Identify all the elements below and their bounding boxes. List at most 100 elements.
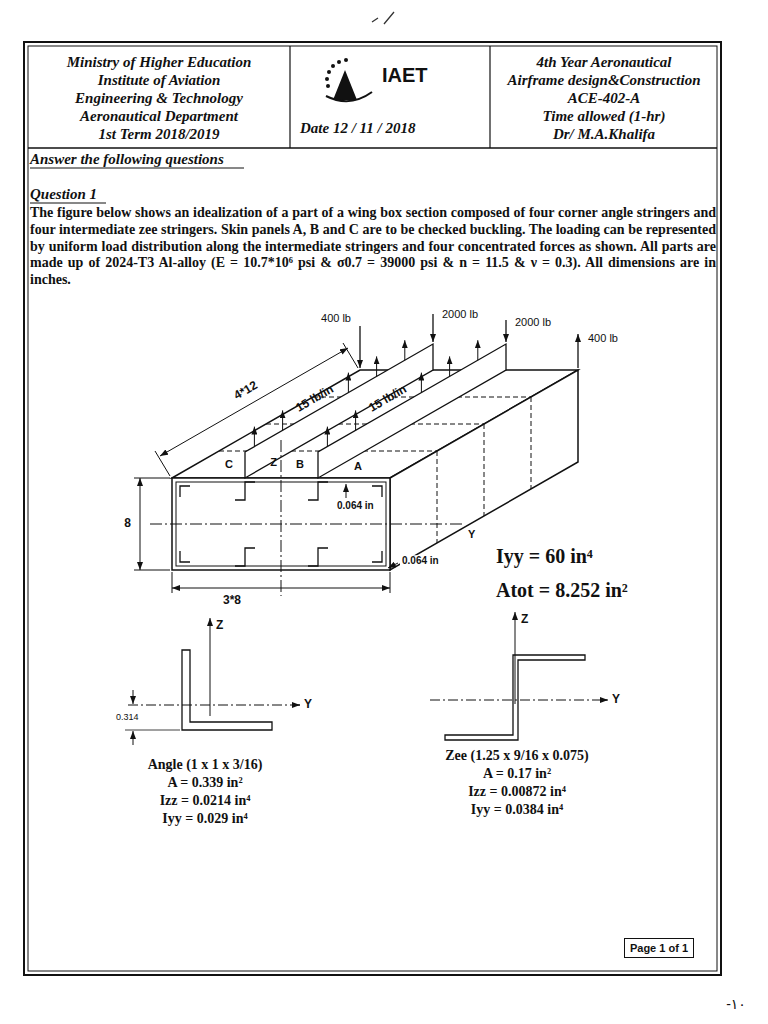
dimension-label: 4*12 [230,378,262,404]
header-line: ACE-402-A [568,89,641,107]
figure-stroke [325,77,329,81]
figure-stroke [577,334,578,368]
figure-stroke [133,690,134,704]
figure-stroke [180,551,190,562]
section-caption: Angle (1 x 1 x 3/16) [148,757,263,773]
figure-stroke [388,563,398,568]
figure-stroke [346,484,347,498]
exam-date: Date 12 / 11 / 2018 [300,120,415,137]
header-line: Airframe design&Construction [508,71,701,89]
axis-label: Z [216,619,223,633]
figure-stroke [182,650,272,730]
figure-stroke [515,612,516,704]
force-label: 400 lb [586,332,620,345]
figure-stroke [327,427,328,447]
wing-box [172,370,578,570]
heading-underline [30,203,106,204]
figure-stroke [125,730,180,731]
instruction-heading: Answer the following questions [30,151,224,168]
section-property: Izz = 0.0214 in⁴ [160,793,251,809]
figure-stroke [404,340,405,360]
dimension-label: 0.314 [116,712,139,722]
figure-stroke [326,84,330,88]
page-border [24,42,721,975]
axis-label: Y [612,693,620,707]
figure-stroke [160,348,348,456]
load-label: 15 lb/in [294,383,337,416]
figure-stroke [421,373,422,393]
figure-stroke [333,70,357,100]
figure-stroke [355,410,356,430]
section-property: A = 0.339 in² [167,775,242,791]
heading-underline [30,168,244,169]
force-label: 2000 lb [513,316,553,329]
section-property: Iyy = 0.0384 in⁴ [471,802,563,818]
header-line: Institute of Aviation [98,71,221,89]
figure-stroke [344,58,348,62]
axis-label: Y [466,528,477,541]
figure-stroke [140,478,141,570]
figure-stroke [437,451,438,543]
header-line: 4th Year Aeronautical [536,53,671,71]
figure-stroke [484,424,485,516]
concentrated-force-arrows [360,314,578,368]
panel-label: B [296,458,304,471]
page-number-box: Page 1 of 1 [624,938,694,958]
header-center-cell: IAETDate 12 / 11 / 2018 [292,48,488,147]
section-property: Iyy = 0.029 in⁴ [162,811,247,827]
figure-stroke [449,356,450,376]
figure-stroke [477,340,478,360]
thickness-label: 0.064 in [400,555,441,567]
figure-stroke [600,700,608,701]
figure-stroke [390,572,391,593]
header-line: Engineering & Technology [75,89,243,107]
figure-stroke [372,486,382,497]
figure-stroke [180,486,190,497]
dimension-label: 3*8 [221,594,243,608]
load-label: 15 lb/in [367,383,410,416]
angle-section [125,618,300,745]
zee-stringer-flange [245,344,506,478]
distributed-load-arrows [254,340,477,446]
header-left-cell: Ministry of Higher EducationInstitute of… [30,48,288,147]
figure-stroke [343,343,358,368]
header-line: Time allowed (1-hr) [543,107,666,125]
header-rule [28,147,717,149]
figure-stroke [292,705,300,706]
figure-stroke [318,344,506,478]
property-label: Iyy = 60 in⁴ [496,545,593,568]
question-text: The figure below shows an idealization o… [30,205,716,289]
figure-stroke [150,524,462,525]
figure-stroke [308,482,328,500]
figure-stroke [281,440,282,596]
header-line: Aeronautical Department [80,107,238,125]
figure-stroke [134,478,170,479]
figure-stroke [376,356,377,376]
hand-mark [372,12,394,24]
figure-stroke [172,588,390,589]
figure-stroke [337,60,341,64]
handwritten-note: -١٠ [726,996,746,1012]
figure-stroke [235,482,255,500]
figure-stroke [282,410,283,430]
panel-label: C [225,458,233,471]
header-divider [289,46,290,148]
force-label: 2000 lb [440,308,480,321]
figure-stroke [134,570,170,571]
figure-stroke [531,397,532,489]
figure-stroke [308,548,328,566]
figure-stroke [505,320,506,342]
centroid-axes [150,440,462,596]
header-line: Dr/ M.A.Khalifa [553,125,655,143]
section-property: Izz = 0.00872 in⁴ [468,784,566,800]
dimension-lines [134,343,398,593]
force-label: 400 lb [319,312,353,325]
figure-stroke [326,92,372,101]
section-property: A = 0.17 in² [483,766,551,782]
figure-stroke [128,705,300,706]
header-right-cell: 4th Year AeronauticalAirframe design&Con… [492,48,716,147]
header-line: Ministry of Higher Education [67,53,252,71]
institute-logo [325,58,372,101]
